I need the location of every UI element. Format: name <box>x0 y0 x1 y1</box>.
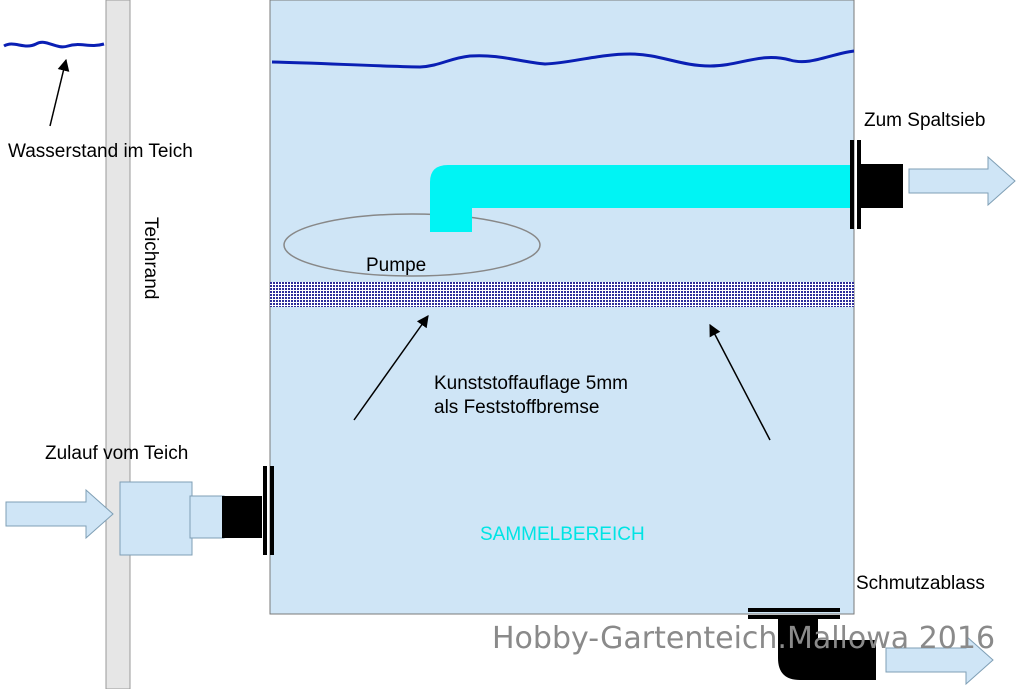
outlet-flange-2 <box>857 140 861 229</box>
collection-label: SAMMELBEREICH <box>480 524 645 545</box>
outlet-flange <box>850 140 854 229</box>
outlet-label: Zum Spaltsieb <box>864 110 985 131</box>
pond-water-wave <box>3 40 105 49</box>
pond-edge-wall <box>105 0 131 689</box>
outlet-arrow <box>908 155 1016 207</box>
inlet-flange-2 <box>270 466 274 555</box>
inlet-pipe <box>189 495 225 539</box>
water-level-arrow <box>49 58 70 127</box>
watermark: Hobby-Gartenteich.Mallowa 2016 <box>492 621 995 656</box>
mesh-arrow-left <box>353 315 429 421</box>
drain-flange <box>748 608 840 612</box>
inlet-box <box>119 481 193 556</box>
mesh-label-line1: Kunststoffauflage 5mm <box>434 373 628 394</box>
drain-label: Schmutzablass <box>856 573 985 594</box>
outlet-fitting <box>861 164 903 208</box>
pump-outline <box>283 213 541 277</box>
pond-edge-label: Teichrand <box>140 217 161 299</box>
tank-water-wave <box>271 49 855 69</box>
inlet-flange <box>263 466 267 555</box>
mesh-arrow-right <box>709 323 771 441</box>
drain-arrow <box>885 634 994 686</box>
inlet-arrow <box>5 488 114 540</box>
mesh-layer <box>270 282 854 307</box>
inlet-fitting <box>222 496 262 538</box>
drain-flange-2 <box>748 615 840 619</box>
inlet-label: Zulauf vom Teich <box>45 443 188 464</box>
pump-pipe <box>430 165 852 232</box>
drain-elbow <box>778 619 876 680</box>
water-level-label: Wasserstand im Teich <box>8 141 193 162</box>
pump-label: Pumpe <box>366 255 426 276</box>
mesh-label-line2: als Feststoffbremse <box>434 397 599 418</box>
